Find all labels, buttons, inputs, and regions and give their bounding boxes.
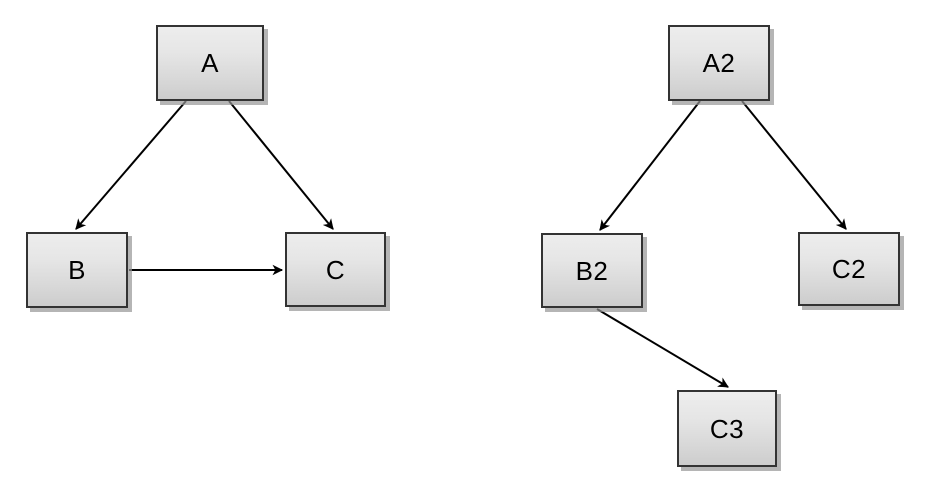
node-c2[interactable]: C2 bbox=[798, 232, 900, 306]
node-a[interactable]: A bbox=[156, 25, 264, 101]
node-label-a: A bbox=[201, 48, 219, 78]
node-b[interactable]: B bbox=[26, 232, 128, 308]
edge-a2-to-c2 bbox=[741, 100, 847, 230]
edge-b2-to-c3 bbox=[596, 308, 729, 388]
edges-group bbox=[75, 100, 847, 388]
node-a2[interactable]: A2 bbox=[668, 25, 770, 101]
node-label-a2: A2 bbox=[702, 48, 736, 78]
node-label-c3: C3 bbox=[709, 413, 745, 444]
node-label-b2: B2 bbox=[575, 255, 609, 286]
edge-a2-to-b2 bbox=[599, 100, 701, 231]
node-c[interactable]: C bbox=[285, 232, 386, 307]
node-b2[interactable]: B2 bbox=[541, 233, 643, 308]
node-label-c: C bbox=[325, 254, 346, 285]
node-c3[interactable]: C3 bbox=[677, 390, 777, 467]
edge-a-to-c bbox=[228, 100, 334, 230]
edge-a-to-b bbox=[75, 100, 187, 230]
node-label-b: B bbox=[68, 255, 86, 285]
node-label-c2: C2 bbox=[831, 254, 867, 284]
